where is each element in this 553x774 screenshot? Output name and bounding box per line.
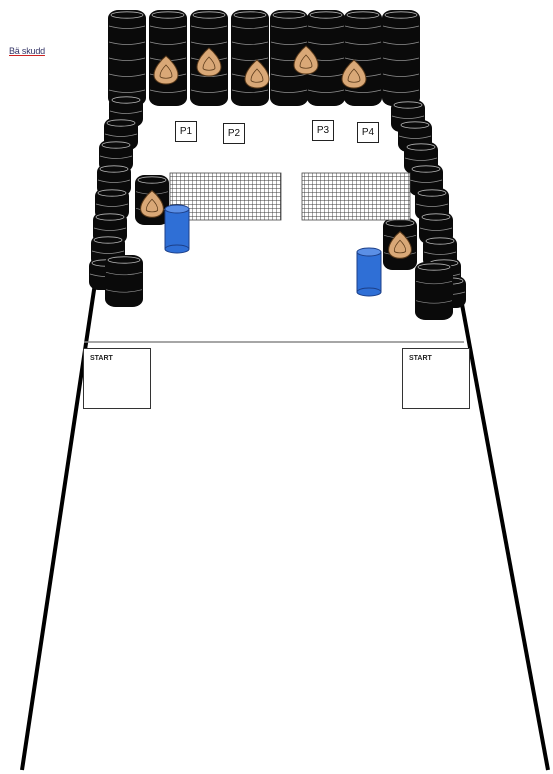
position-p2-label: P2 — [223, 123, 245, 144]
start-label-right: START — [409, 355, 432, 362]
barrel — [357, 248, 381, 296]
tire-stack — [415, 262, 453, 320]
tire-stack — [231, 10, 269, 106]
tire-stack — [344, 10, 382, 106]
tire-stack — [105, 255, 143, 307]
position-p4-label: P4 — [357, 122, 379, 143]
position-p1-label: P1 — [175, 121, 197, 142]
start-label-left: START — [90, 355, 113, 362]
tire-stack — [108, 10, 146, 106]
start-box-left: START — [83, 348, 151, 409]
barrel — [165, 205, 189, 253]
net-right — [302, 173, 410, 220]
position-p3-label: P3 — [312, 120, 334, 141]
range-left-boundary — [22, 250, 100, 770]
start-box-right: START — [402, 348, 470, 409]
header-link[interactable]: Bä skudd — [9, 46, 45, 56]
tire-walls — [89, 10, 466, 320]
range-right-boundary — [452, 250, 548, 770]
tire-stack — [382, 10, 420, 106]
